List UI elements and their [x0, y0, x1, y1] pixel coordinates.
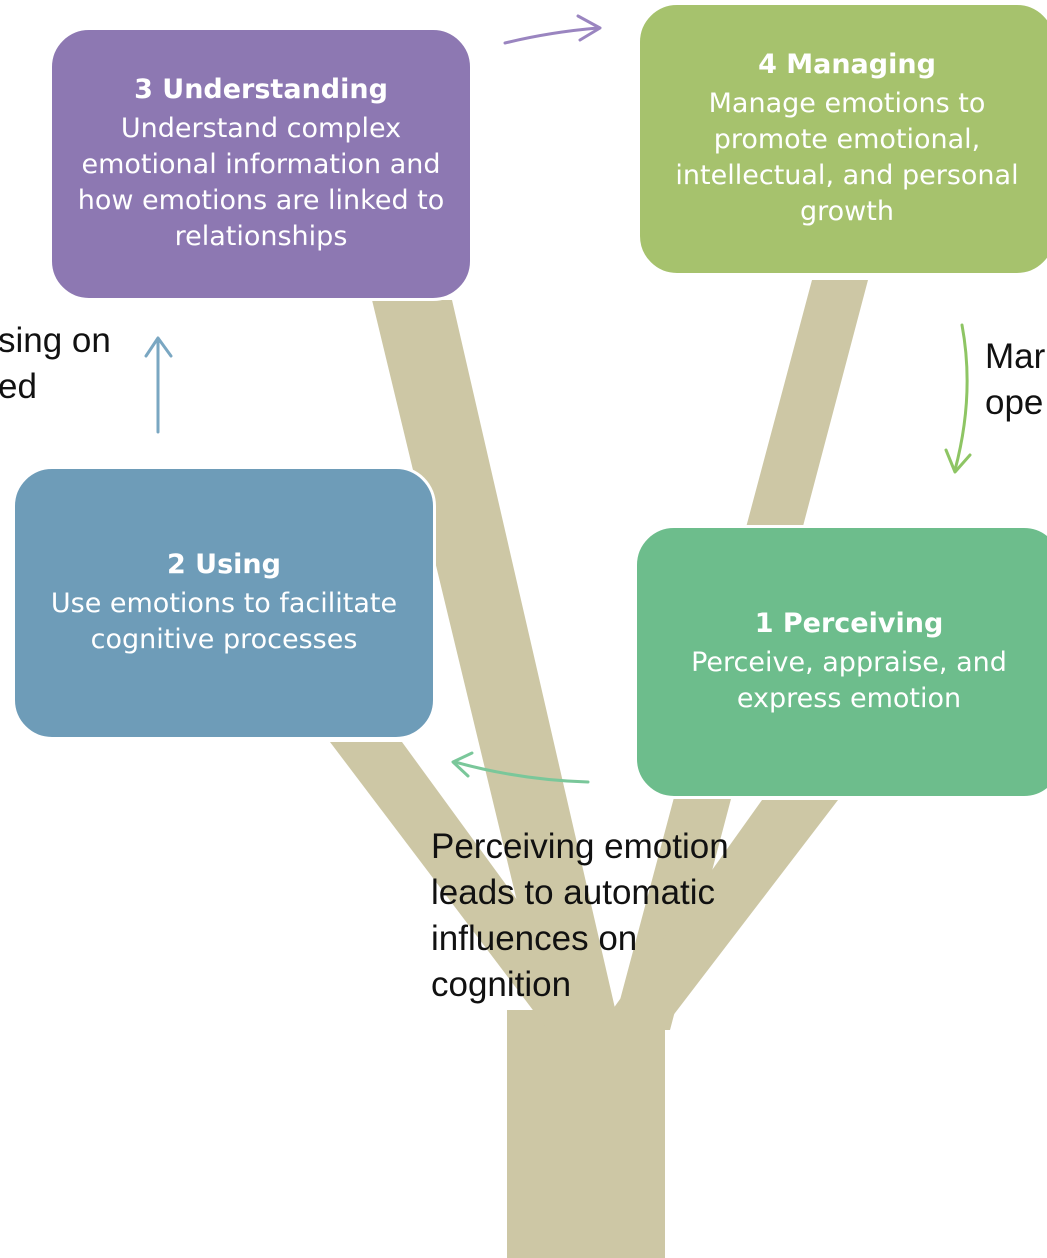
- branch-using: [330, 742, 612, 1030]
- arrow-managing-to-perceiving: [944, 323, 972, 474]
- perceiving-title: 1 Perceiving: [754, 608, 944, 639]
- arrow-perceiving-to-using: [451, 751, 590, 784]
- managing-box: 4 Managing Manage emotions to promote em…: [637, 2, 1047, 276]
- arrow-using-to-understanding: [144, 336, 173, 434]
- understanding-title: 3 Understanding: [134, 74, 388, 105]
- right-partial-label: Mar ope: [985, 337, 1046, 422]
- arrow-understanding-to-managing: [503, 14, 602, 45]
- using-title: 2 Using: [167, 549, 281, 580]
- left-partial-label: sing on ed: [0, 321, 111, 406]
- tree-trunk: [507, 1010, 665, 1258]
- managing-title: 4 Managing: [758, 49, 936, 80]
- using-box: 2 Using Use emotions to facilitate cogni…: [12, 466, 436, 740]
- understanding-box: 3 Understanding Understand complex emoti…: [49, 27, 473, 301]
- branch-understanding: [372, 300, 620, 1030]
- perceiving-box: 1 Perceiving Perceive, appraise, and exp…: [634, 525, 1047, 799]
- perceiving-influence-label: Perceiving emotion leads to automatic in…: [431, 827, 729, 1004]
- managing-description: Manage emotions to promote emotional, in…: [675, 88, 1019, 227]
- understanding-description: Understand complex emotional information…: [77, 113, 445, 252]
- using-description: Use emotions to facilitate cognitive pro…: [50, 588, 398, 655]
- branch-perceiving: [598, 800, 838, 1030]
- perceiving-description: Perceive, appraise, and express emotion: [691, 647, 1007, 714]
